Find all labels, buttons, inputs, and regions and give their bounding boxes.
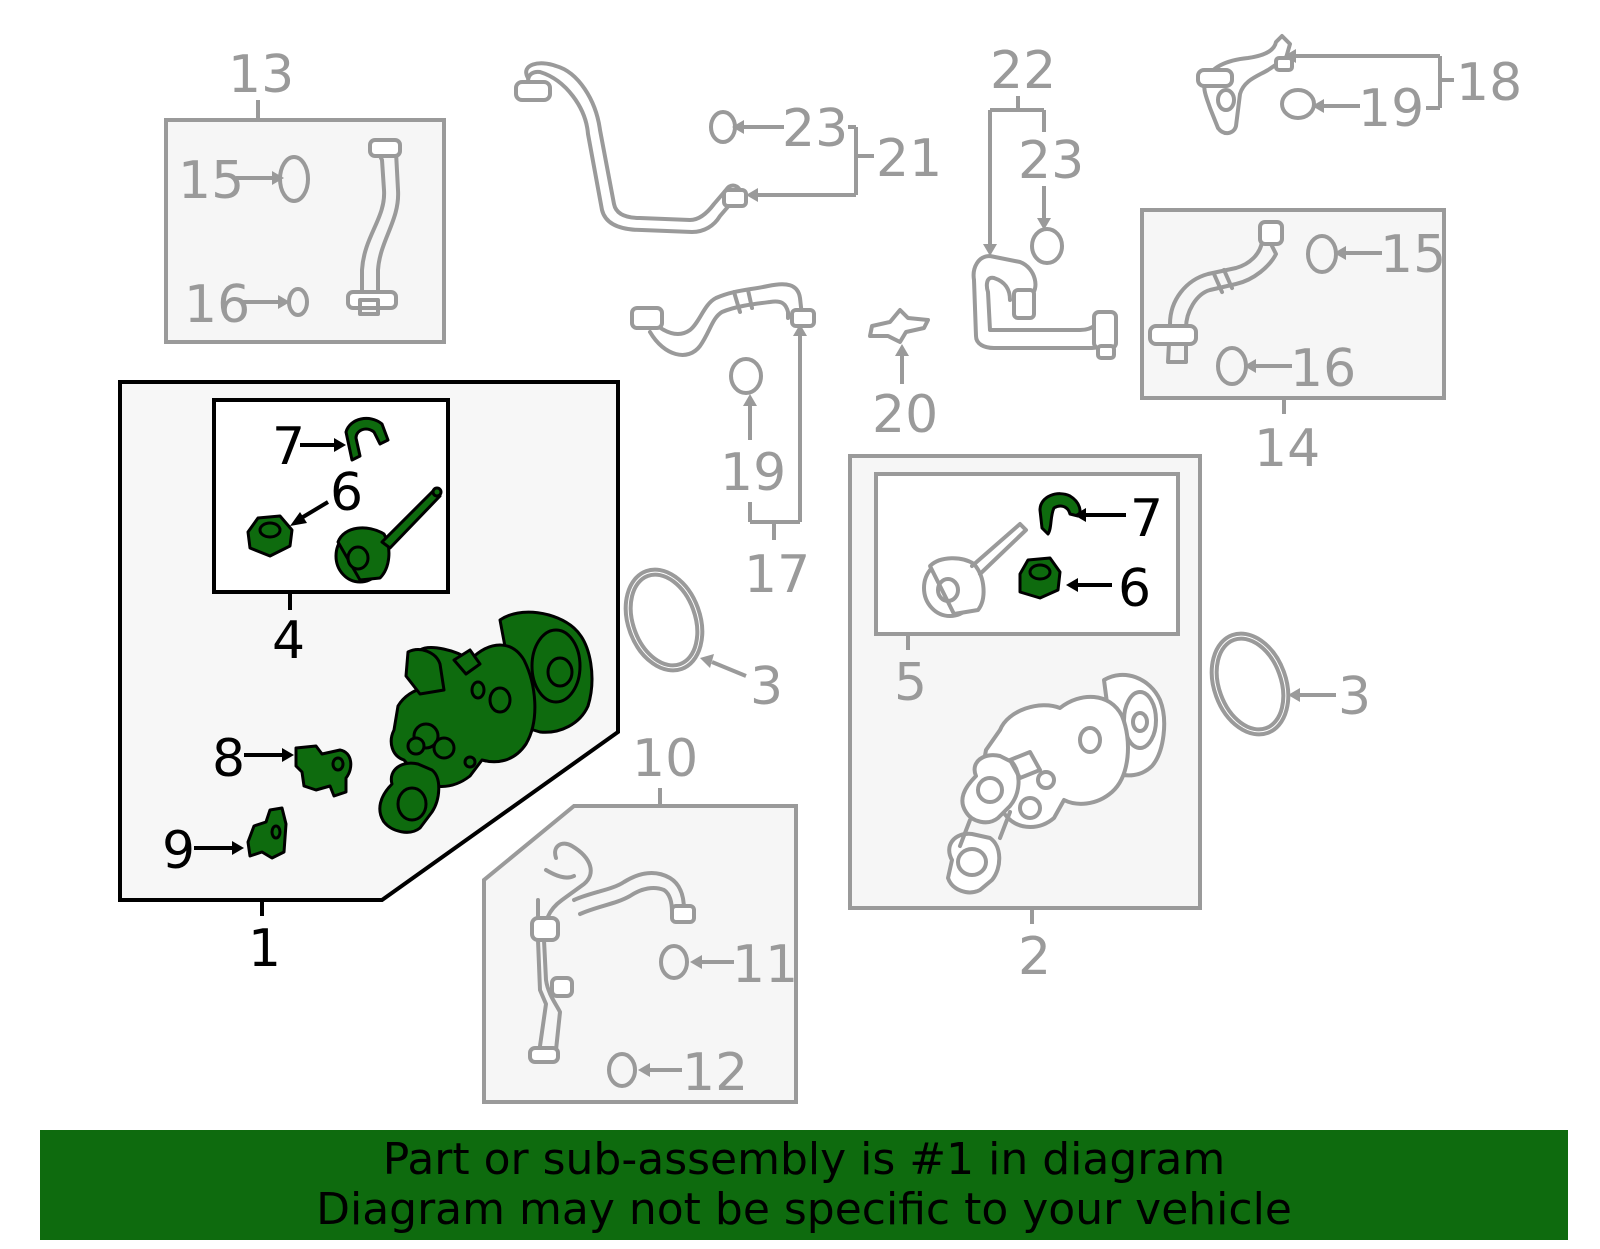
callout-20: 20 bbox=[872, 385, 938, 445]
group-13: 13 15 16 bbox=[164, 45, 446, 344]
bracket-20 bbox=[868, 308, 930, 344]
callout-4: 4 bbox=[272, 611, 305, 671]
callout-17: 17 bbox=[744, 545, 810, 605]
gasket-3b bbox=[1209, 631, 1291, 737]
o-ring-19a bbox=[729, 357, 763, 395]
group-21: 23 21 bbox=[514, 61, 942, 234]
callout-3a: 3 bbox=[750, 657, 783, 717]
valve-9 bbox=[246, 806, 288, 860]
banner-line-2: Diagram may not be specific to your vehi… bbox=[316, 1184, 1292, 1235]
callout-11: 11 bbox=[732, 935, 798, 995]
callout-16: 16 bbox=[184, 275, 250, 335]
callout-14: 14 bbox=[1254, 419, 1320, 479]
group-18: 19 18 bbox=[1196, 34, 1522, 139]
callout-23: 23 bbox=[782, 99, 848, 159]
retaining-clip-7b bbox=[1038, 492, 1082, 536]
group-2: 2 5 7 6 bbox=[848, 454, 1202, 987]
callout-8: 8 bbox=[212, 729, 245, 789]
callout-15: 15 bbox=[178, 151, 244, 211]
actuator-kit-4 bbox=[334, 486, 443, 584]
group-1-turbocharger-assembly: 1 4 7 6 bbox=[118, 380, 620, 979]
o-ring-19 bbox=[1280, 88, 1316, 120]
o-ring-16 bbox=[287, 287, 309, 317]
retaining-clip-7 bbox=[344, 416, 390, 462]
info-banner: Part or sub-assembly is #1 in diagram Di… bbox=[40, 1130, 1568, 1240]
callout-9: 9 bbox=[162, 821, 195, 881]
callout-1: 1 bbox=[248, 919, 281, 979]
turbocharger-2 bbox=[946, 672, 1167, 895]
callout-18: 18 bbox=[1456, 53, 1522, 113]
callout-3b: 3 bbox=[1338, 667, 1371, 727]
group-3a: 3 bbox=[623, 567, 783, 717]
group-3b: 3 bbox=[1209, 631, 1371, 737]
callout-16b: 16 bbox=[1290, 339, 1356, 399]
group-10: 10 11 12 bbox=[482, 729, 798, 1104]
callout-13: 13 bbox=[228, 45, 294, 105]
o-ring-23b bbox=[1030, 227, 1064, 265]
callout-2: 2 bbox=[1018, 927, 1051, 987]
callout-10: 10 bbox=[632, 729, 698, 789]
callout-12: 12 bbox=[682, 1043, 748, 1103]
callout-19a: 19 bbox=[720, 443, 786, 503]
group-14: 14 15 16 bbox=[1140, 208, 1446, 479]
callout-7: 7 bbox=[272, 417, 305, 477]
o-ring-11 bbox=[659, 944, 689, 980]
coolant-pipe-22 bbox=[971, 254, 1113, 350]
group-20: 20 bbox=[868, 308, 938, 445]
gasket-3 bbox=[623, 567, 705, 673]
callout-23b: 23 bbox=[1018, 131, 1084, 191]
o-ring-23 bbox=[709, 110, 737, 144]
callout-6b: 6 bbox=[1118, 559, 1151, 619]
callout-21: 21 bbox=[876, 129, 942, 189]
group-22: 22 23 bbox=[971, 41, 1118, 360]
group-17: 19 17 bbox=[630, 282, 816, 605]
callout-15b: 15 bbox=[1380, 225, 1446, 285]
oil-feed-line-17 bbox=[644, 282, 804, 336]
banner-line-1: Part or sub-assembly is #1 in diagram bbox=[382, 1134, 1226, 1185]
coolant-pipe-21 bbox=[524, 61, 742, 222]
callout-22: 22 bbox=[990, 41, 1056, 101]
oil-return-pipe-14 bbox=[1166, 236, 1278, 364]
callout-7b: 7 bbox=[1130, 489, 1163, 549]
callout-19b: 19 bbox=[1358, 79, 1424, 139]
callout-5: 5 bbox=[894, 653, 927, 713]
turbo-drain-tube-18 bbox=[1202, 34, 1292, 135]
callout-6: 6 bbox=[330, 463, 363, 523]
o-ring-12 bbox=[607, 1052, 637, 1088]
o-ring-15 bbox=[278, 155, 310, 203]
actuator-kit-5 bbox=[922, 522, 1028, 618]
turbocharger-1 bbox=[378, 610, 594, 834]
